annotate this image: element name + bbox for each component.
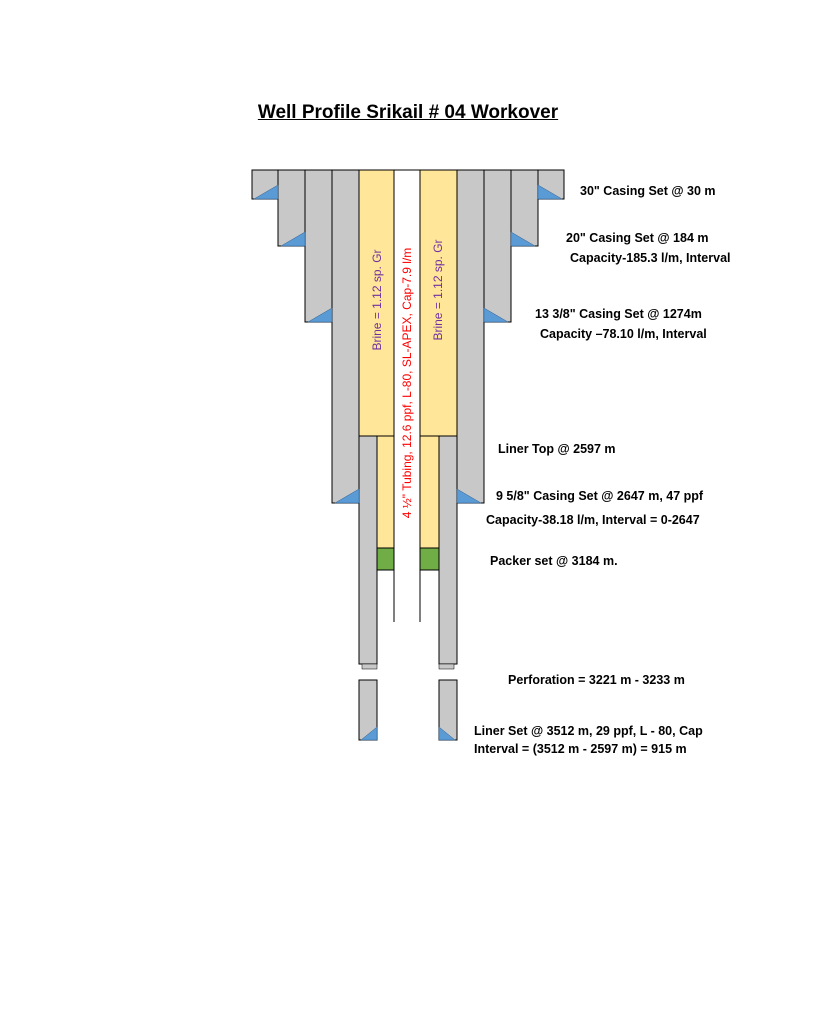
casing-9-left [331, 169, 360, 504]
casing-9-right [456, 169, 485, 504]
shoe-13-right [483, 307, 509, 323]
diagram-title: Well Profile Srikail # 04 Workover [257, 102, 559, 123]
label-liner-set: Liner Set @ 3512 m, 29 ppf, L - 80, Cap [474, 724, 703, 738]
packer-left [376, 547, 395, 571]
label-packer: Packer set @ 3184 m. [490, 554, 618, 568]
well-profile-diagram: Brine = 1.12 sp. Gr 4 ½" Tubing, 12.6 pp… [251, 169, 565, 741]
shoe-20-left [280, 231, 306, 247]
brine-left-label: Brine = 1.12 sp. Gr [370, 249, 384, 350]
shoe-liner-left [360, 726, 378, 741]
shoe-9-right [456, 488, 482, 504]
shoe-13-left [307, 307, 333, 323]
shoe-20-right [510, 231, 536, 247]
casing-20-right [510, 169, 539, 247]
perforation-stub-left [361, 663, 378, 670]
label-casing-20-capacity: Capacity-185.3 l/m, Interval [570, 251, 731, 265]
label-casing-9: 9 5/8" Casing Set @ 2647 m, 47 ppf [496, 489, 704, 503]
label-perforation: Perforation = 3221 m - 3233 m [508, 673, 685, 687]
perforation-stub-right [438, 663, 455, 670]
label-casing-13: 13 3/8" Casing Set @ 1274m [535, 307, 702, 321]
brine-right-upper [419, 169, 458, 437]
tubing-label: 4 ½" Tubing, 12.6 ppf, L-80, SL-APEX, Ca… [400, 248, 414, 518]
packer-right [419, 547, 440, 571]
brine-right-label: Brine = 1.12 sp. Gr [431, 239, 445, 340]
label-casing-9-capacity: Capacity-38.18 l/m, Interval = 0-2647 [486, 513, 700, 527]
shoe-30-right [537, 184, 563, 200]
shoe-liner-right [438, 726, 456, 741]
labels-area: 30" Casing Set @ 30 m 20" Casing Set @ 1… [474, 184, 731, 756]
label-casing-30: 30" Casing Set @ 30 m [580, 184, 716, 198]
shoe-9-left [334, 488, 360, 504]
label-casing-13-capacity: Capacity –78.10 l/m, Interval [540, 327, 707, 341]
brine-left-upper [358, 169, 395, 437]
shoe-30-left [253, 184, 279, 200]
casing-13-right [483, 169, 512, 323]
label-liner-top: Liner Top @ 2597 m [498, 442, 616, 456]
label-casing-20: 20" Casing Set @ 184 m [566, 231, 709, 245]
label-liner-interval: Interval = (3512 m - 2597 m) = 915 m [474, 742, 687, 756]
